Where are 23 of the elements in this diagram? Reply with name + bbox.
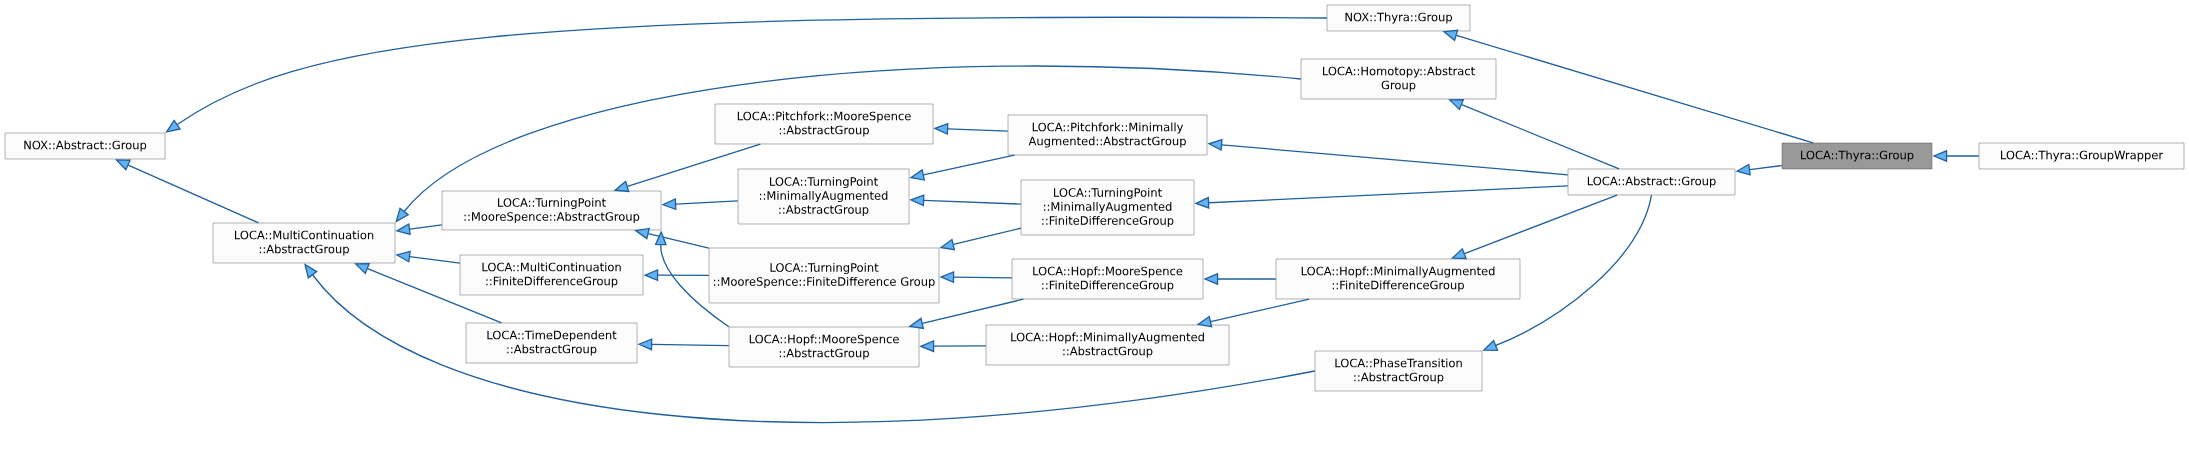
class-box: NOX::Thyra::Group [1326, 4, 1471, 32]
class-box: LOCA::Pitchfork::MooreSpence ::AbstractGroup [714, 103, 934, 145]
class-box: NOX::Abstract::Group [4, 132, 166, 160]
class-box: LOCA::Hopf::MinimallyAugmented ::AbstractGroup [985, 324, 1230, 366]
class-box: LOCA::Hopf::MooreSpence ::FiniteDifferenceGroup [1011, 258, 1204, 300]
inheritance-arrow [354, 263, 503, 324]
class-box: LOCA::Thyra::GroupWrapper [1978, 142, 2185, 170]
class-box: LOCA::MultiContinuation ::FiniteDifferenceGroup [459, 254, 644, 296]
class-box: LOCA::Abstract::Group [1567, 168, 1736, 196]
class-box: LOCA::TurningPoint ::MooreSpence::FiniteDifference Group [708, 247, 940, 304]
class-box: LOCA::TurningPoint ::MinimallyAugmented ::FiniteDifferenceGroup [1020, 179, 1195, 236]
inheritance-arrow [304, 263, 1316, 423]
class-box: LOCA::TimeDependent ::AbstractGroup [465, 322, 638, 364]
class-box: LOCA::Pitchfork::Minimally Augmented::AbstractGroup [1007, 114, 1208, 156]
class-box: LOCA::MultiContinuation ::AbstractGroup [212, 222, 396, 264]
class-box: LOCA::TurningPoint ::MinimallyAugmented ::AbstractGroup [737, 168, 910, 225]
class-box: LOCA::PhaseTransition ::AbstractGroup [1314, 350, 1483, 392]
class-box: LOCA::Thyra::Group [1781, 142, 1933, 170]
class-box: LOCA::Hopf::MooreSpence ::AbstractGroup [728, 326, 920, 368]
class-box: LOCA::TurningPoint ::MooreSpence::AbstractGroup [441, 190, 662, 231]
class-box: LOCA::Homotopy::Abstract Group [1300, 58, 1497, 100]
inheritance-arrow [395, 65, 1302, 223]
class-box: LOCA::Hopf::MinimallyAugmented ::FiniteDifferenceGroup [1275, 258, 1521, 300]
